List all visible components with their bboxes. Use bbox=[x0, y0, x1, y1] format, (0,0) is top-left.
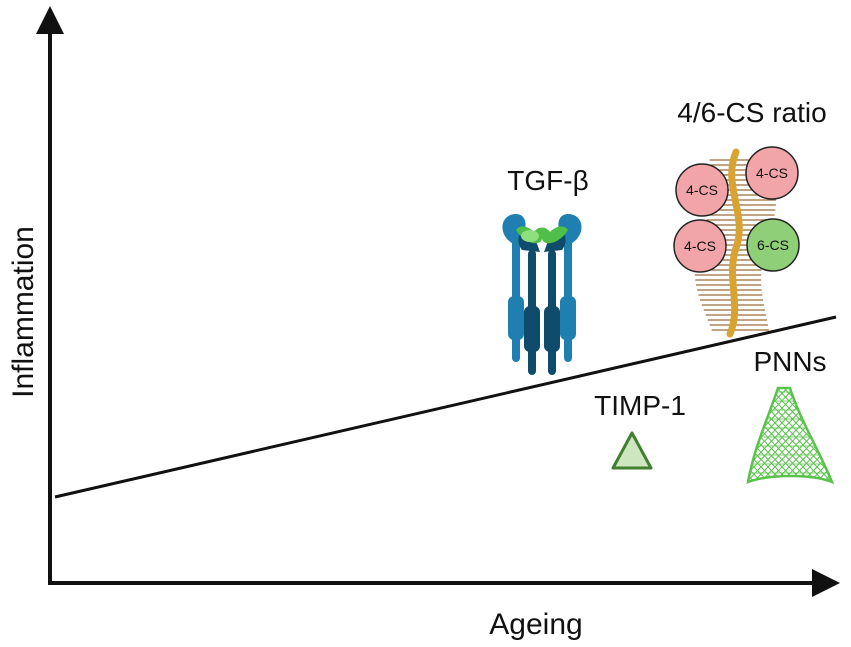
cs-unit-4-label: 6-CS bbox=[757, 237, 789, 253]
timp-triangle-icon bbox=[611, 431, 653, 470]
core-protein bbox=[726, 148, 743, 338]
cs-unit-1-label: 4-CS bbox=[686, 182, 718, 198]
pnns-label: PNNs bbox=[753, 346, 826, 377]
trend-line bbox=[54, 315, 837, 499]
y-axis-label: Inflammation bbox=[7, 226, 40, 398]
cs-unit-4 bbox=[746, 218, 800, 272]
cs-unit-3-label: 4-CS bbox=[684, 238, 716, 254]
timp-label: TIMP-1 bbox=[594, 390, 686, 421]
proteoglycan-icon: 4-CS 4-CS 4-CS 6-CS bbox=[673, 146, 800, 338]
cs-unit-2-label: 4-CS bbox=[756, 165, 788, 181]
cs-unit-3 bbox=[673, 219, 727, 273]
tgf-receptor-icon bbox=[502, 214, 582, 375]
tgf-label: TGF-β bbox=[507, 165, 588, 196]
y-axis-arrowhead bbox=[36, 6, 64, 34]
cs-ratio-label: 4/6-CS ratio bbox=[677, 97, 826, 128]
cs-unit-1 bbox=[675, 163, 729, 217]
x-axis-label: Ageing bbox=[489, 608, 582, 641]
x-axis-arrowhead bbox=[812, 569, 840, 597]
axes bbox=[36, 6, 840, 597]
cs-unit-2 bbox=[745, 146, 799, 200]
